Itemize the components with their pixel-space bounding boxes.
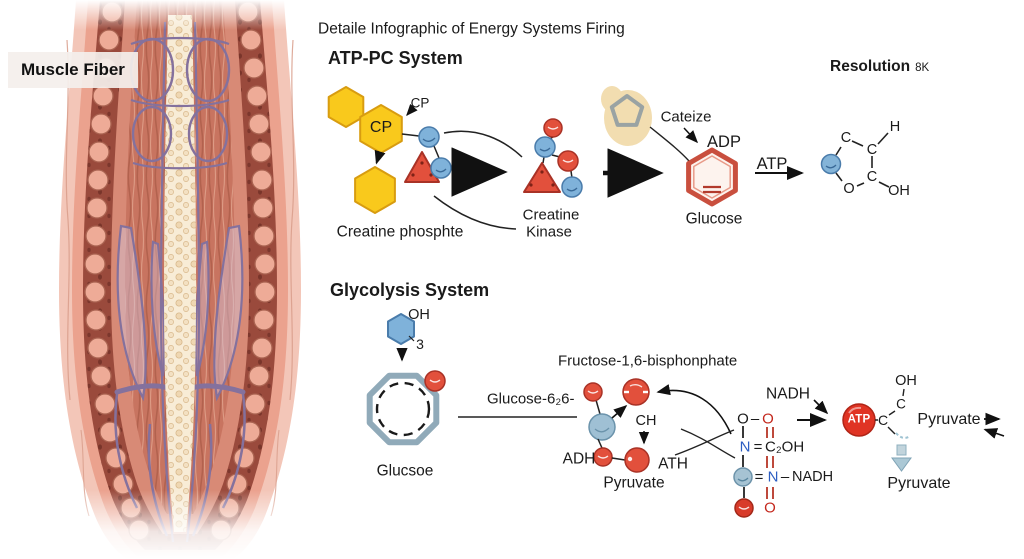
glucose6-cluster — [583, 378, 650, 473]
glycolysis-diagram — [366, 313, 1005, 518]
ring-o: O — [843, 180, 855, 197]
nadh-top-label: NADH — [766, 385, 810, 403]
pyruvate-down-arrow — [891, 432, 912, 472]
bottom-fade — [55, 490, 305, 559]
catalyze-arrow — [683, 127, 699, 144]
chain-bond-1: – — [750, 410, 760, 428]
muscle-fiber-illustration — [55, 0, 305, 559]
glycolysis-heading: Glycolysis System — [330, 280, 490, 300]
creatine-phosphate-hexagons — [327, 86, 403, 214]
pyruvate-label: Pyruvate — [603, 474, 665, 492]
resolution-badge: Resolution 8K — [830, 59, 929, 75]
atp-pc-heading: ATP-PC System — [328, 48, 463, 68]
ring-c-mid: C — [866, 141, 878, 158]
carbon-count-label: 3 — [416, 336, 424, 352]
atp-label: ATP — [756, 154, 788, 173]
top-fade — [55, 0, 305, 30]
product-oh: OH — [895, 372, 917, 389]
adh-label: ADH — [562, 450, 596, 468]
enzyme-blob — [601, 86, 652, 146]
phosphate-blue-circles — [418, 126, 452, 179]
ring-c-bottom: C — [866, 168, 878, 185]
cp-callout-line — [406, 103, 418, 117]
glucose-label: Glucose — [685, 210, 743, 228]
chain-eq-top: = — [753, 438, 763, 456]
creatine-kinase-cluster — [523, 118, 583, 198]
resolution-label: Resolution — [830, 58, 911, 75]
ch-label: CH — [635, 412, 657, 429]
pyruvate-return-arrow — [983, 428, 1005, 439]
ring-c-top: C — [840, 129, 852, 146]
resolution-value: 8K — [915, 62, 930, 74]
ring-h: H — [889, 118, 901, 135]
chain-n-mid: N — [767, 468, 779, 486]
creatine-phosphate-label: Creatine phosphte — [336, 223, 464, 241]
adp-label: ADP — [707, 132, 741, 151]
crossing-curve-1 — [674, 429, 735, 456]
glucsoe-label: Glucsoe — [376, 462, 434, 480]
intermediate-chain-bonds — [733, 426, 774, 518]
cp-hexagon-text: CP — [369, 119, 393, 136]
chain-o-right: O — [762, 410, 774, 428]
creatine-kinase-label-1: Creatine — [522, 206, 580, 224]
chain-nadh: NADH — [792, 468, 834, 485]
atp-pc-diagram — [327, 86, 890, 230]
muscle-fiber-label: Muscle Fiber — [8, 52, 138, 88]
ring-oh: OH — [888, 182, 910, 199]
pyruvate-right-label: Pyruvate — [917, 411, 981, 428]
carbon-count-tick — [408, 335, 415, 342]
chain-c2oh: C₂OH — [765, 438, 805, 456]
chain-eq-mid: = — [754, 468, 764, 486]
chain-o-bottom: O — [764, 499, 776, 517]
page-title: Detaile Infographic of Energy Systems Fi… — [318, 20, 625, 38]
chain-bond-2: – — [780, 468, 790, 486]
product-ring-structure — [820, 132, 890, 188]
ath-label: ATH — [658, 455, 688, 473]
atp-circle-text: ATP — [847, 413, 871, 426]
cp-callout-text: CP — [410, 95, 430, 111]
chain-o-left: O — [737, 410, 749, 428]
enzyme-label: Cateize — [660, 108, 712, 126]
glucose-unit-hexagon — [387, 313, 415, 345]
crossing-curve-2 — [680, 428, 736, 459]
glucose6-label: Glucose-6₂6- — [487, 390, 575, 408]
product-c1: C — [877, 412, 889, 428]
nadh-arrow — [813, 399, 829, 415]
hex-to-phosphate-bond — [401, 133, 420, 137]
glucose-ring — [366, 370, 446, 446]
connective-core-borders — [129, 21, 231, 543]
oh-label: OH — [408, 306, 430, 323]
enzyme-curve — [649, 126, 690, 162]
glucose-hexagon — [686, 147, 738, 207]
product-c2: C — [896, 396, 906, 412]
fructose-label: Fructose-1,6-bisphonphate — [558, 352, 738, 370]
curve-to-kinase-top — [443, 130, 523, 158]
fructose-curved-arrow — [656, 384, 732, 435]
hexagon-down-arrow — [374, 149, 386, 165]
atp-product — [842, 388, 905, 437]
muscle-central-core — [164, 15, 196, 532]
creatine-kinase-label-2: Kinase — [526, 223, 572, 241]
chain-n-top: N — [739, 438, 751, 456]
curve-to-kinase-bottom — [433, 195, 517, 230]
pyruvate-bottom-label: Pyruvate — [887, 475, 951, 492]
